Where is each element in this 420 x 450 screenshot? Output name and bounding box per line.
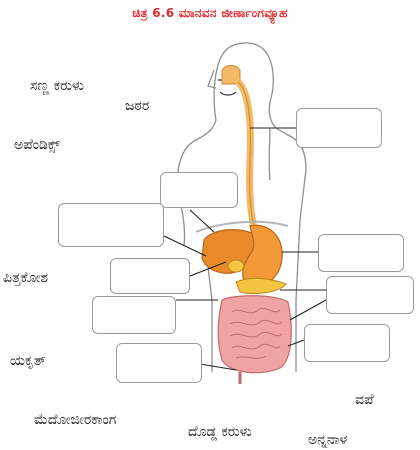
answer-box-4[interactable] [318,234,404,272]
answer-box-6[interactable] [326,276,414,314]
answer-box-5[interactable] [110,258,190,294]
answer-box-3[interactable] [58,203,164,247]
answer-box-1[interactable] [296,108,382,148]
answer-box-2[interactable] [160,172,238,208]
answer-box-7[interactable] [92,296,176,334]
oesophagus-tube [238,82,254,228]
answer-box-9[interactable] [116,343,202,383]
gall-bladder-shape [228,260,244,272]
jaw-line [220,92,236,95]
pancreas-shape [236,278,286,293]
answer-box-8[interactable] [304,324,390,362]
large-intestine-shape [218,296,291,373]
